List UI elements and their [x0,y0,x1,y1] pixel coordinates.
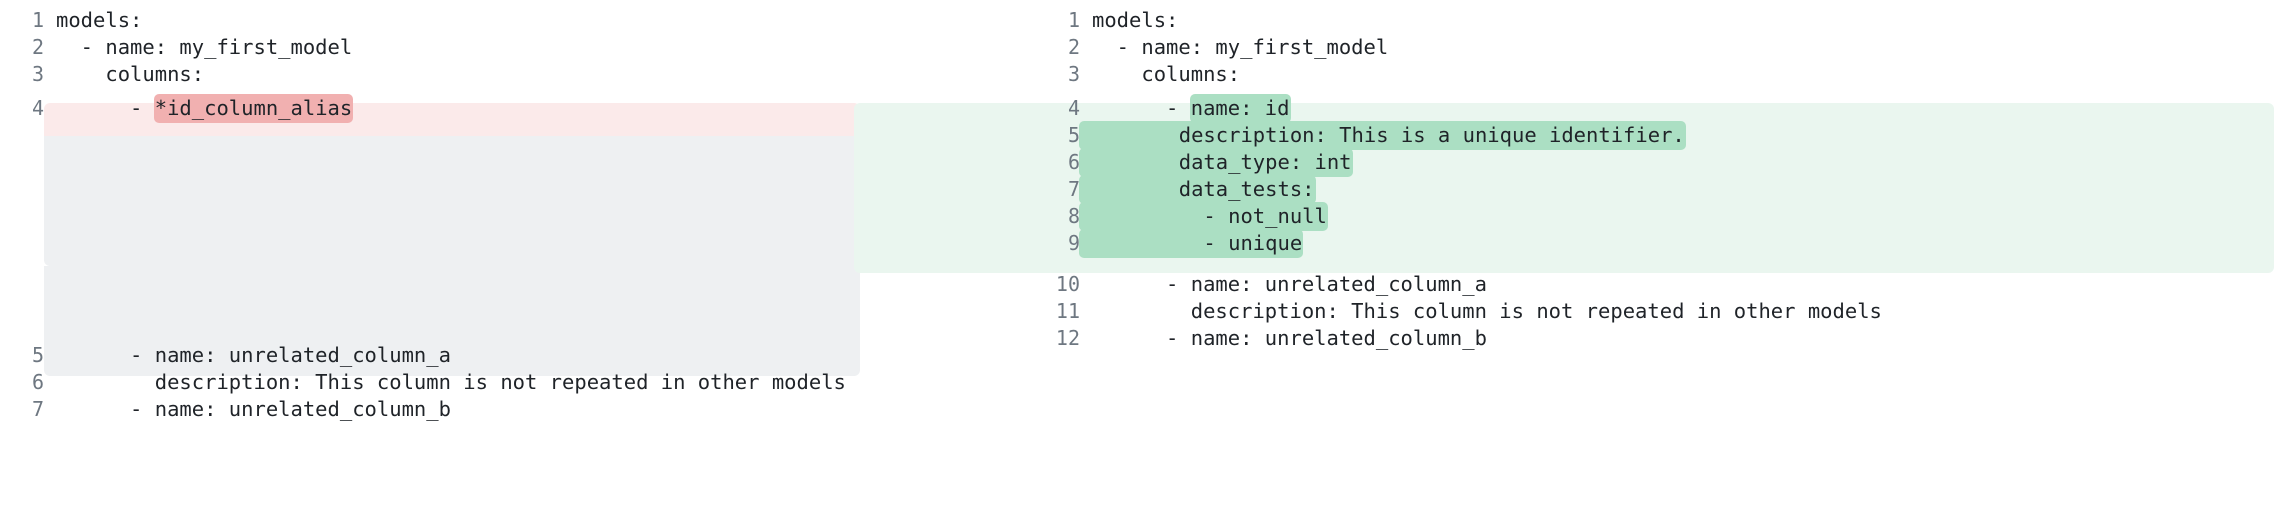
line-content: - name: unrelated_column_a [56,343,451,367]
line-content: - name: my_first_model [56,35,353,59]
placeholder-filler-block [44,136,860,266]
line-number: 9 [1067,231,1080,255]
line-content: - name: unrelated_column_b [1092,326,1487,350]
line-number: 2 [1067,35,1080,59]
line-content: models: [1092,8,1179,32]
line-number: 11 [1055,299,1080,323]
line-number: 3 [1067,62,1080,86]
line-content: data_tests: [1079,175,1316,204]
code-line-added[interactable]: 5 description: This is a unique identifi… [1018,121,2278,150]
code-line-added[interactable]: 8 - not_null [1018,202,2278,231]
line-number: 4 [31,96,44,120]
code-line[interactable]: 12 - name: unrelated_column_b [1018,325,2278,352]
code-line[interactable]: 2 - name: my_first_model [1018,34,2278,61]
inline-deletion-highlight: *id_column_alias [153,94,354,123]
line-number: 10 [1055,272,1080,296]
diff-pane-after: 1 models: 2 - name: my_first_model 3 col… [854,0,2278,528]
line-content: - name: unrelated_column_a [1092,272,1487,296]
code-lines-after: 1 models: 2 - name: my_first_model 3 col… [1018,0,2278,352]
line-content: description: This column is not repeated… [1092,299,1882,323]
code-line[interactable]: 1 models: [1018,7,2278,34]
line-number: 4 [1067,96,1080,120]
line-number: 1 [1067,8,1080,32]
code-line-added[interactable]: 9 - unique [1018,229,2278,258]
inline-addition-highlight: name: id [1189,94,1291,123]
placeholder-filler-block-lower [44,266,860,376]
code-line[interactable]: 11 description: This column is not repea… [1018,298,2278,325]
line-number: 3 [31,62,44,86]
line-number: 6 [1067,150,1080,174]
code-line[interactable]: 10 - name: unrelated_column_a [1018,271,2278,298]
inline-addition-highlight: - unique [1079,229,1304,258]
line-content: data_type: int [1079,148,1353,177]
diff-pane-before: 1 models: 2 - name: my_first_model 3 col… [0,0,1018,528]
line-content: columns: [56,62,205,86]
line-content: description: This is a unique identifier… [1079,121,1686,150]
code-line[interactable]: 6 description: This column is not repeat… [0,369,1018,396]
inline-addition-highlight: - not_null [1079,202,1328,231]
code-line[interactable]: 3 columns: [0,61,1018,88]
line-content: columns: [1092,62,1241,86]
line-number: 12 [1055,326,1080,350]
code-line[interactable]: 3 columns: [1018,61,2278,88]
line-content: - name: my_first_model [1092,35,1389,59]
line-number: 6 [31,370,44,394]
filler-gap [0,122,1018,229]
line-number: 1 [31,8,44,32]
inline-addition-highlight: description: This is a unique identifier… [1079,121,1686,150]
code-line-deleted[interactable]: 4 - *id_column_alias [0,94,1018,123]
line-number: 8 [1067,204,1080,228]
inline-addition-highlight: data_tests: [1079,175,1316,204]
line-number: 5 [1067,123,1080,147]
line-content: models: [56,8,143,32]
code-line-added[interactable]: 4 - name: id [1018,94,2278,123]
code-line[interactable]: 2 - name: my_first_model [0,34,1018,61]
inline-addition-highlight: data_type: int [1079,148,1353,177]
line-content: description: This column is not repeated… [56,370,846,394]
code-lines-before: 1 models: 2 - name: my_first_model 3 col… [0,0,1018,423]
code-line-added[interactable]: 6 data_type: int [1018,148,2278,177]
code-line-added[interactable]: 7 data_tests: [1018,175,2278,204]
line-number: 7 [31,397,44,421]
line-content: - unique [1079,229,1304,258]
code-line[interactable]: 5 - name: unrelated_column_a [0,342,1018,369]
line-content: - not_null [1079,202,1328,231]
line-content: - name: unrelated_column_b [56,397,451,421]
code-line[interactable]: 7 - name: unrelated_column_b [0,396,1018,423]
line-number: 5 [31,343,44,367]
line-number: 2 [31,35,44,59]
line-number: 7 [1067,177,1080,201]
code-line[interactable]: 1 models: [0,7,1018,34]
filler-gap [0,229,1018,342]
line-content: - *id_column_alias [44,94,354,123]
line-content: - name: id [1080,94,1291,123]
